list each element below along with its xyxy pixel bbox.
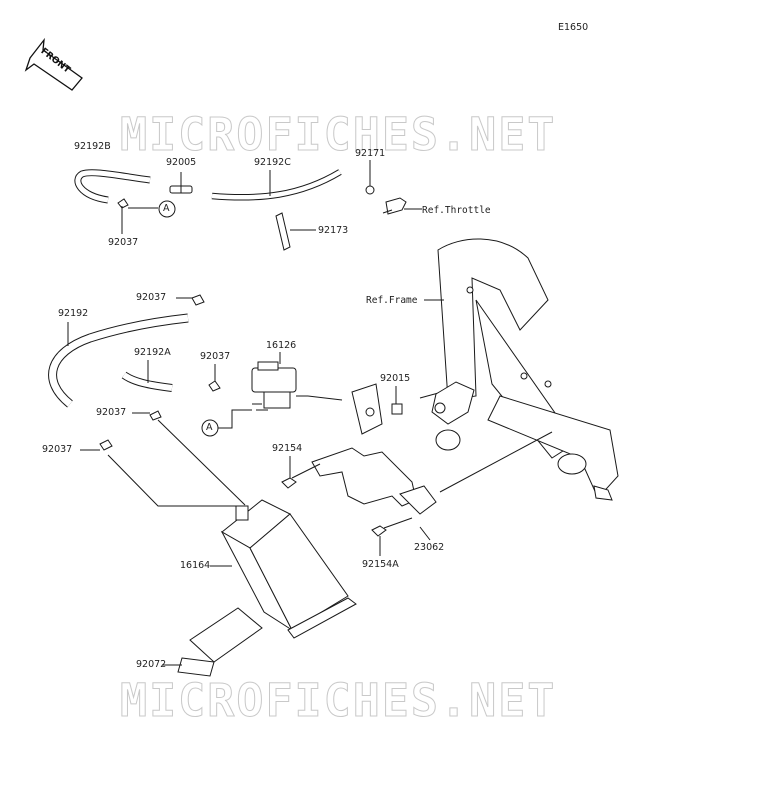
ref-throttle-label: Ref.Throttle <box>422 205 491 216</box>
part-label-92192: 92192 <box>58 308 89 319</box>
leader-line <box>440 432 552 492</box>
bracket-23062 <box>312 384 436 514</box>
fitting-ref-throttle <box>383 198 406 214</box>
leader-line <box>218 410 252 428</box>
part-label-92192b: 92192B <box>74 141 111 152</box>
part-label-92037-left: 92037 <box>96 407 127 418</box>
leader-line <box>308 396 342 400</box>
part-label-92192c: 92192C <box>254 157 291 168</box>
watermark-bottom: MICROFICHES.NET <box>119 674 557 727</box>
part-label-92037-top: 92037 <box>108 237 139 248</box>
part-label-92154a: 92154A <box>362 559 399 570</box>
joint-92005 <box>170 186 192 193</box>
bolt-92154 <box>282 464 320 488</box>
part-label-92192a: 92192A <box>134 347 171 358</box>
part-label-16164: 16164 <box>180 560 211 571</box>
hose-92192a <box>124 375 172 388</box>
clamp-92171 <box>366 186 374 194</box>
bracket-92173 <box>276 213 290 250</box>
callout-a-mid: A <box>206 422 213 433</box>
watermark-top: MICROFICHES.NET <box>119 108 557 161</box>
ref-frame-label: Ref.Frame <box>366 295 418 306</box>
strap-92072 <box>178 608 262 676</box>
clip-92037-b <box>209 381 220 391</box>
hose-92192 <box>53 318 188 404</box>
hose-92192b <box>78 173 150 200</box>
clip-92037-top <box>118 199 128 212</box>
part-label-92171: 92171 <box>355 148 386 159</box>
part-label-16126: 16126 <box>266 340 297 351</box>
clip-92037-a <box>192 295 204 305</box>
part-label-92015: 92015 <box>380 373 411 384</box>
part-label-92037-clip: 92037 <box>136 292 167 303</box>
callout-a-top: A <box>163 203 170 214</box>
leader-line <box>108 455 245 506</box>
part-label-92072: 92072 <box>136 659 167 670</box>
frame-ref <box>432 239 618 500</box>
part-label-92173: 92173 <box>318 225 349 236</box>
part-label-92005: 92005 <box>166 157 197 168</box>
bolt-92154a <box>372 518 412 536</box>
diagram-code: E1650 <box>558 22 589 33</box>
part-label-23062: 23062 <box>414 542 445 553</box>
solenoid-valve-16126 <box>252 362 308 410</box>
part-label-92154: 92154 <box>272 443 303 454</box>
clip-92037-d <box>100 440 112 450</box>
nut-92015 <box>392 404 402 414</box>
leader-line <box>158 420 245 505</box>
hose-92192c <box>212 172 340 197</box>
part-label-92037-mid: 92037 <box>200 351 231 362</box>
part-label-92037-bl: 92037 <box>42 444 73 455</box>
front-arrow-icon <box>26 40 82 90</box>
leader-line <box>420 527 430 540</box>
clip-92037-c <box>150 411 161 420</box>
canister-16164 <box>222 500 356 638</box>
callout-a-circle-top <box>159 201 175 217</box>
